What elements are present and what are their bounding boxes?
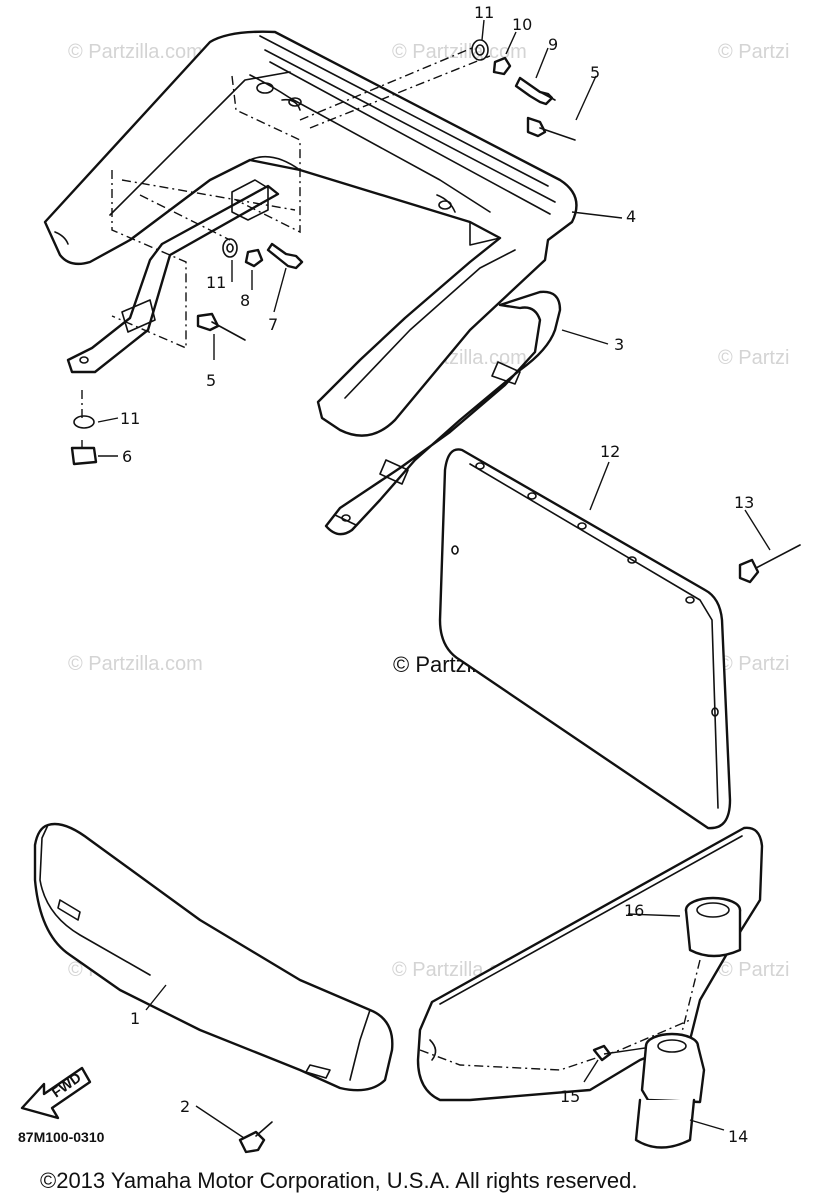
- callout-5: 5: [206, 371, 216, 390]
- copyright-text: ©2013 Yamaha Motor Corporation, U.S.A. A…: [40, 1168, 637, 1193]
- stay-bracket: [66, 179, 280, 374]
- clip-part-15: [592, 1044, 612, 1062]
- callout-6: 6: [122, 447, 132, 466]
- washer-icon: [222, 238, 238, 258]
- callout-9: 9: [548, 35, 558, 54]
- callout-2: 2: [180, 1097, 190, 1116]
- callout-11: 11: [206, 273, 226, 292]
- leader-lines: [97, 19, 771, 1139]
- bumper-part-1: [33, 822, 394, 1092]
- watermark: © Partzi: [718, 959, 789, 981]
- bolt-icon: [70, 446, 98, 466]
- washer-icon: [73, 415, 95, 429]
- callout-4: 4: [626, 207, 636, 226]
- callout-10: 10: [512, 15, 532, 34]
- watermark: © Partzilla.com: [392, 41, 527, 63]
- watermark: © Partzilla.com: [68, 653, 203, 675]
- nut-icon: [244, 248, 264, 268]
- bolt-icon: [266, 242, 304, 270]
- fwd-arrow-icon: FWD: [20, 1066, 92, 1120]
- hardware: [70, 39, 801, 1154]
- bracket-part-3: [324, 290, 562, 536]
- screw-icon: [526, 116, 547, 138]
- watermark: © Partzi: [718, 41, 789, 63]
- callout-5: 5: [590, 63, 600, 82]
- callout-8: 8: [240, 291, 250, 310]
- callout-13: 13: [734, 493, 754, 512]
- callout-3: 3: [614, 335, 624, 354]
- screw-icon: [196, 312, 220, 332]
- bolt-icon: [238, 1130, 266, 1154]
- panel-part-12: [438, 448, 732, 830]
- callout-11: 11: [120, 409, 140, 428]
- callout-1: 1: [130, 1009, 140, 1028]
- diagram-code: 87M100-0310: [18, 1129, 105, 1145]
- washer-icon: [471, 39, 489, 61]
- watermark: © Partzi: [718, 653, 789, 675]
- rivet-icon: [738, 558, 760, 584]
- frame-assembly: [416, 826, 764, 1149]
- callout-14: 14: [728, 1127, 748, 1146]
- alignment-lines: [81, 47, 491, 448]
- callout-15: 15: [560, 1087, 580, 1106]
- callout-11: 11: [474, 3, 494, 22]
- callout-16: 16: [624, 901, 644, 920]
- washer-hole: [475, 44, 485, 56]
- carrier-part-4: [43, 30, 578, 437]
- callout-7: 7: [268, 315, 278, 334]
- callout-labels: 11 10 9 5 4 3 12 13 11 8 7 5 11 6 1 2 16…: [120, 3, 754, 1146]
- bolt-icon: [514, 76, 554, 106]
- watermark: © Partzilla.com: [68, 41, 203, 63]
- nut-icon: [492, 56, 512, 76]
- watermark: © Partzi: [718, 347, 789, 369]
- callout-12: 12: [600, 442, 620, 461]
